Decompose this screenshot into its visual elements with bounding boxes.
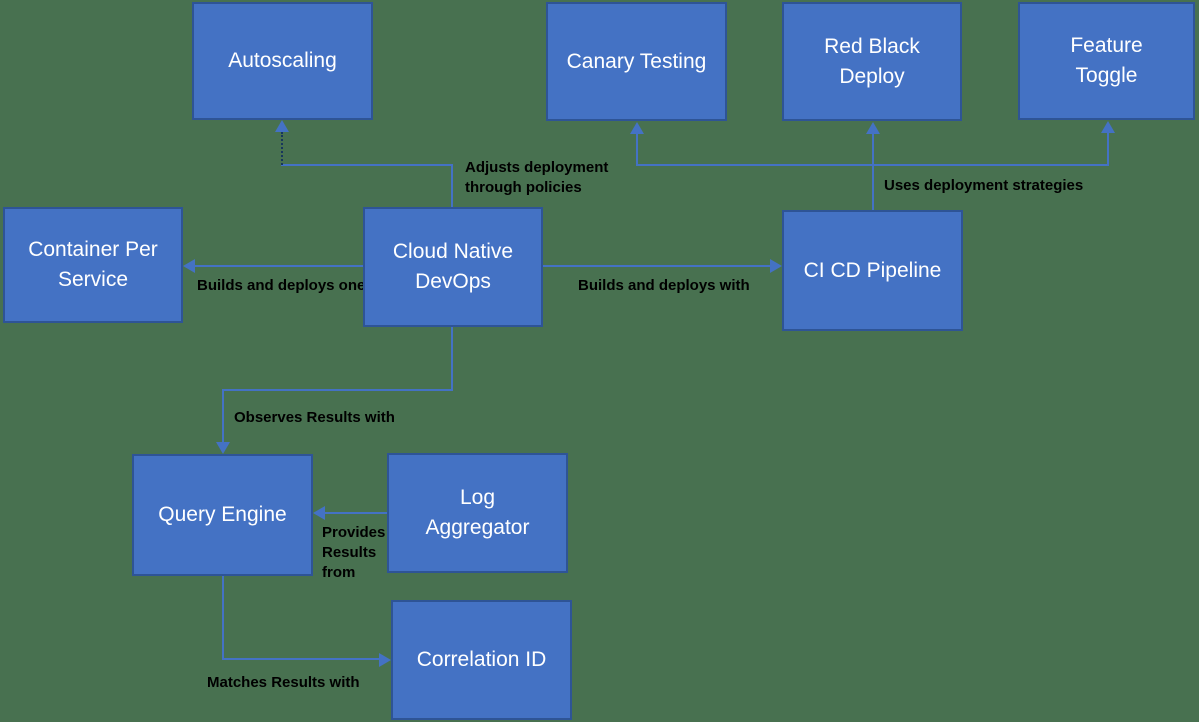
arrowhead-left-icon — [313, 506, 325, 520]
arrowhead-up-icon — [275, 120, 289, 132]
edge-label-matches-results-with: Matches Results with — [207, 674, 360, 691]
node-log-aggregator: Log Aggregator — [387, 453, 568, 573]
arrowhead-left-icon — [183, 259, 195, 273]
arrowhead-up-icon — [866, 122, 880, 134]
connector-segment — [193, 265, 363, 267]
connector-segment — [636, 134, 638, 165]
connector-segment — [543, 265, 771, 267]
arrowhead-right-icon — [379, 653, 391, 667]
node-cloud-native-devops: Cloud Native DevOps — [363, 207, 543, 327]
arrowhead-right-icon — [770, 259, 782, 273]
edge-label-builds-and-deploys-with: Builds and deploys with — [578, 277, 750, 294]
edge-label-uses-deployment-strategies: Uses deployment strategies — [884, 177, 1084, 194]
edge-label-adjusts-deployment: Adjusts deployment through policies — [465, 159, 609, 196]
connector-segment — [222, 658, 380, 660]
connector-segment — [222, 390, 224, 443]
arrowhead-up-icon — [1101, 121, 1115, 133]
connector-segment-dotted — [281, 132, 283, 165]
connector-segment — [1107, 133, 1109, 165]
connector-segment — [281, 164, 453, 166]
node-red-black-deploy: Red Black Deploy — [782, 2, 962, 121]
arrowhead-down-icon — [216, 442, 230, 454]
edge-label-provides-results-from: Provides Results from — [322, 524, 386, 581]
node-feature-toggle: Feature Toggle — [1018, 2, 1195, 120]
node-query-engine: Query Engine — [132, 454, 313, 576]
node-canary-testing: Canary Testing — [546, 2, 727, 121]
connector-segment — [451, 165, 453, 208]
node-autoscaling: Autoscaling — [192, 2, 373, 120]
arrowhead-up-icon — [630, 122, 644, 134]
edge-label-observes-results-with: Observes Results with — [234, 409, 395, 426]
connector-segment — [451, 327, 453, 390]
connector-segment — [222, 389, 453, 391]
edge-label-builds-and-deploys-one: Builds and deploys one — [197, 277, 366, 294]
node-ci-cd-pipeline: CI CD Pipeline — [782, 210, 963, 331]
node-correlation-id: Correlation ID — [391, 600, 572, 720]
connector-segment — [872, 134, 874, 210]
connector-segment — [325, 512, 387, 514]
connector-segment — [222, 576, 224, 659]
connector-segment — [636, 164, 1109, 166]
node-container-per-service: Container Per Service — [3, 207, 183, 323]
